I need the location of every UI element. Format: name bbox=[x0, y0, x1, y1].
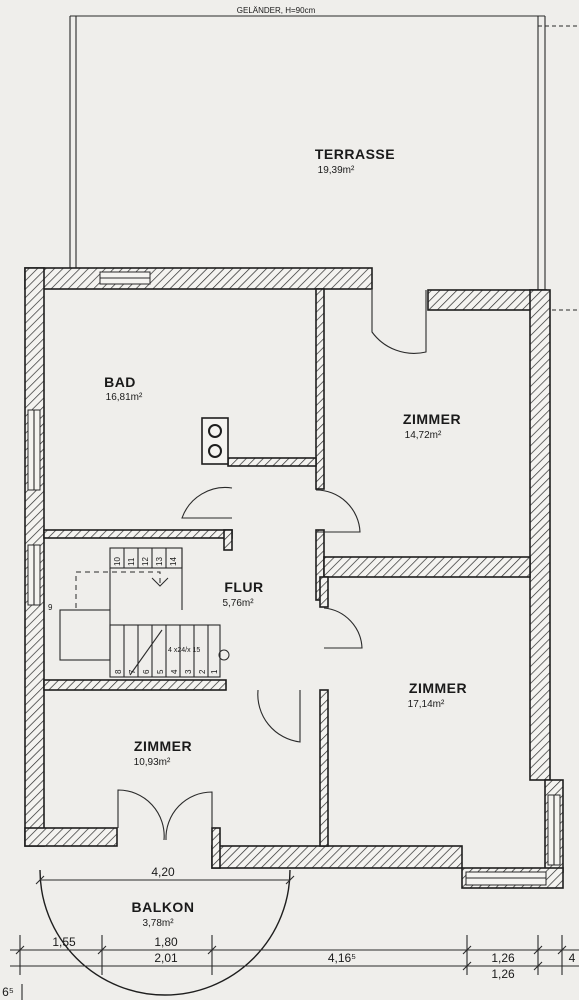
stair-step-9: 9 bbox=[48, 603, 53, 612]
bad-area: 16,81m² bbox=[106, 392, 143, 403]
dim-1-26-bottom: 1,26 bbox=[491, 967, 515, 981]
door-terrace bbox=[371, 290, 427, 354]
zimmer-bottom-left-name: ZIMMER bbox=[134, 738, 192, 754]
door-zimmer-top bbox=[315, 489, 361, 533]
stair-step-6: 6 bbox=[142, 669, 151, 674]
dimension-chain: 1,55 1,80 2,01 4,16⁵ 1,26 1,26 4 6⁵ bbox=[2, 935, 579, 1000]
dim-1-80: 1,80 bbox=[154, 935, 178, 949]
wall-zimmer-zimmer bbox=[323, 556, 531, 578]
stair-newel bbox=[218, 649, 230, 661]
stair-step-12: 12 bbox=[141, 557, 150, 566]
stair-step-10: 10 bbox=[113, 557, 122, 566]
chimney-flue-2 bbox=[208, 444, 222, 458]
door-zimmer-mid bbox=[323, 607, 363, 649]
dim-1-26-top: 1,26 bbox=[491, 951, 515, 965]
dim-tick-4 bbox=[462, 945, 472, 955]
stair-cut-line bbox=[129, 629, 163, 676]
stair-arrow-head bbox=[151, 577, 169, 587]
windows bbox=[27, 271, 561, 886]
terrace: GELÄNDER, H=90cm TERRASSE 19,39m² bbox=[69, 6, 579, 311]
dim-tick-5 bbox=[533, 945, 543, 955]
doors bbox=[117, 290, 427, 841]
balcony-outline bbox=[39, 869, 291, 996]
dim-tick-8 bbox=[533, 961, 543, 971]
stair-landing bbox=[59, 609, 111, 661]
stair-step-8: 8 bbox=[114, 669, 123, 674]
dim-2-01: 2,01 bbox=[154, 951, 178, 965]
zimmer-top-right-area: 14,72m² bbox=[405, 430, 442, 441]
stair-lower-frame bbox=[109, 624, 221, 678]
stair-step-14: 14 bbox=[169, 557, 178, 566]
wall-top-left bbox=[24, 267, 373, 290]
balcony: 4,20 BALKON 3,78m² bbox=[35, 865, 295, 996]
door-zimmer-bottom bbox=[257, 689, 301, 743]
dim-tick-6 bbox=[557, 945, 567, 955]
dim-4: 4 bbox=[569, 951, 576, 965]
stair-step-13: 13 bbox=[155, 557, 164, 566]
stair-step-7: 7 bbox=[128, 669, 137, 674]
exterior-walls bbox=[24, 267, 564, 889]
stair-step-11: 11 bbox=[127, 557, 136, 566]
dim-tick-1 bbox=[15, 945, 25, 955]
stair-step-1: 1 bbox=[210, 669, 219, 674]
balcony-tick-right bbox=[285, 875, 295, 885]
stair-note: 4 x24/x 15 bbox=[168, 647, 200, 654]
room-labels: BAD 16,81m² ZIMMER 14,72m² FLUR 5,76m² Z… bbox=[104, 374, 467, 768]
staircase: 10 11 12 13 14 9 8 7 6 5 4 3 2 1 4 x24/x… bbox=[48, 547, 230, 678]
wall-stair-zimmer bbox=[43, 679, 227, 691]
stair-step-4: 4 bbox=[170, 669, 179, 674]
dim-tick-2 bbox=[97, 945, 107, 955]
zimmer-bottom-left-area: 10,93m² bbox=[134, 757, 171, 768]
wall-bottom-mid-step bbox=[211, 827, 221, 869]
flur-area: 5,76m² bbox=[222, 598, 254, 609]
balcony-tick-left bbox=[35, 875, 45, 885]
dim-tick-7 bbox=[462, 961, 472, 971]
chimney-flue-1 bbox=[208, 424, 222, 438]
wall-top-right bbox=[427, 289, 547, 311]
bad-name: BAD bbox=[104, 374, 136, 390]
zimmer-top-right-name: ZIMMER bbox=[403, 411, 461, 427]
flur-name: FLUR bbox=[224, 579, 263, 595]
stair-step-3: 3 bbox=[184, 669, 193, 674]
wall-flur-zimmer-lower bbox=[319, 689, 329, 847]
stair-step-5: 5 bbox=[156, 669, 165, 674]
dim-4-16: 4,16⁵ bbox=[328, 951, 356, 965]
dim-bottom-left: 6⁵ bbox=[2, 985, 14, 999]
wall-flur-zimmer-upper bbox=[319, 576, 329, 608]
stair-step-2: 2 bbox=[198, 669, 207, 674]
zimmer-mid-right-name: ZIMMER bbox=[409, 680, 467, 696]
wall-bad-bottom-right bbox=[227, 457, 317, 467]
balcony-name: BALKON bbox=[132, 899, 195, 915]
railing-label: GELÄNDER, H=90cm bbox=[237, 6, 316, 15]
wall-bottom-mid bbox=[211, 845, 463, 869]
stair-arrow-dashed bbox=[75, 571, 161, 608]
wall-bad-bottom-stub bbox=[223, 529, 233, 551]
chimney bbox=[201, 417, 229, 465]
door-balcony-right bbox=[165, 791, 213, 841]
terrace-name: TERRASSE bbox=[315, 146, 395, 162]
dim-tick-3 bbox=[207, 945, 217, 955]
wall-right-upper bbox=[529, 289, 551, 781]
terrace-area: 19,39m² bbox=[318, 165, 355, 176]
zimmer-mid-right-area: 17,14m² bbox=[408, 699, 445, 710]
wall-bad-zimmer bbox=[315, 288, 325, 490]
interior-walls bbox=[43, 288, 531, 847]
wall-bottom-left bbox=[24, 827, 118, 847]
balcony-area: 3,78m² bbox=[142, 918, 174, 929]
door-balcony-left bbox=[117, 789, 165, 841]
wall-bad-bottom-left bbox=[43, 529, 233, 539]
door-bad bbox=[181, 486, 233, 519]
balcony-width: 4,20 bbox=[151, 865, 175, 879]
dim-1-55: 1,55 bbox=[52, 935, 76, 949]
